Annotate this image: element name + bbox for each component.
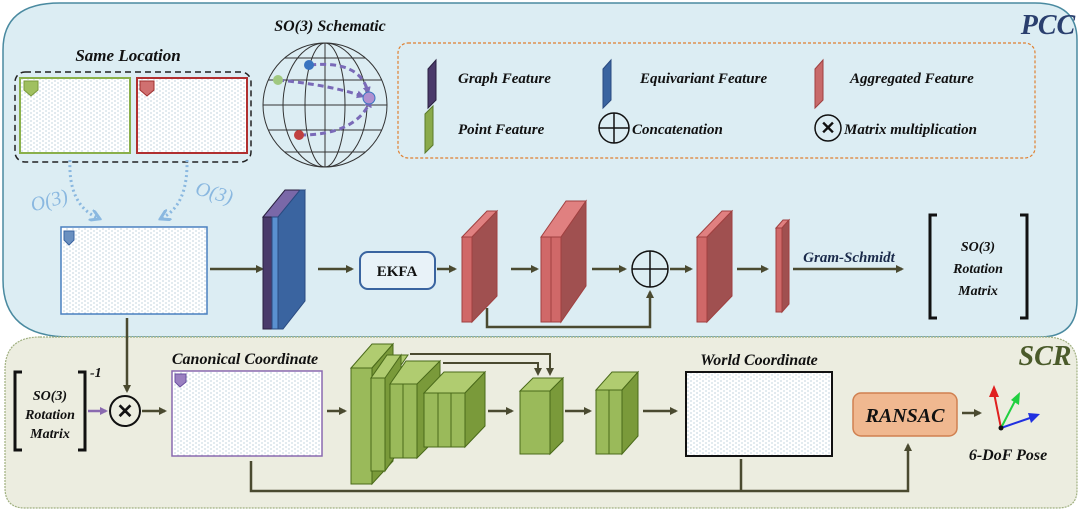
- concatenation-node: [631, 250, 669, 288]
- canonical-coordinate-title: Canonical Coordinate: [172, 351, 318, 368]
- aggregated-block-4: [774, 218, 791, 314]
- skip-connection-scr-1: [410, 353, 554, 376]
- legend-point-feature: Point Feature: [424, 104, 545, 155]
- aggregated-feature-icon: [814, 58, 824, 110]
- canonical-marker-icon: [174, 373, 187, 388]
- oplus-icon: [598, 112, 630, 144]
- matrix-multiplication-node: ✕: [109, 395, 141, 427]
- so3-point-green: [273, 75, 283, 85]
- pcc-label: PCC: [1020, 10, 1076, 41]
- legend-graph-feature: Graph Feature: [427, 58, 551, 110]
- same-location-title: Same Location: [75, 46, 180, 65]
- skip-connection-bottom: [249, 443, 912, 493]
- svg-text:✕: ✕: [820, 118, 835, 138]
- svg-text:Concatenation: Concatenation: [632, 122, 723, 138]
- point-feature-encoder: [349, 342, 487, 486]
- svg-text:Rotation: Rotation: [952, 262, 1003, 277]
- graph-equivariant-block: [261, 189, 307, 330]
- inverse-exponent: -1: [90, 366, 102, 381]
- input-marker-icon: [63, 230, 75, 246]
- svg-text:Equivariant Feature: Equivariant Feature: [639, 71, 767, 87]
- equivariant-feature-icon: [602, 58, 612, 110]
- pose-axes-icon: [989, 385, 1040, 431]
- o3-arrow-right: [162, 159, 189, 218]
- svg-text:Matrix multiplication: Matrix multiplication: [843, 122, 977, 138]
- svg-text:SO(3): SO(3): [33, 389, 67, 404]
- point-feature-icon: [424, 104, 434, 155]
- so3-rotation-matrix-inverse: SO(3) Rotation Matrix -1: [13, 366, 102, 452]
- so3-trajectories: [277, 62, 372, 137]
- point-cloud-red: [136, 77, 248, 154]
- pose-label: 6-DoF Pose: [969, 447, 1047, 464]
- input-point-cloud: [60, 226, 208, 315]
- svg-text:✕: ✕: [117, 401, 134, 423]
- skip-connection-pcc: [485, 290, 654, 329]
- svg-text:Aggregated Feature: Aggregated Feature: [849, 71, 974, 87]
- ransac-box: [852, 392, 958, 437]
- so3-rotation-matrix-pcc: SO(3) Rotation Matrix: [928, 213, 1029, 320]
- scr-label: SCR: [1019, 341, 1072, 372]
- legend-equivariant-feature: Equivariant Feature: [602, 58, 767, 110]
- graph-feature-icon: [427, 58, 437, 110]
- svg-text:SO(3): SO(3): [961, 240, 995, 255]
- world-coordinate-title: World Coordinate: [700, 352, 818, 369]
- aggregated-block-2: [540, 199, 587, 324]
- svg-text:Matrix: Matrix: [957, 284, 998, 299]
- point-feature-decoder-1: [518, 376, 565, 456]
- world-point-cloud: [685, 371, 833, 457]
- legend-matrix-multiplication: ✕ Matrix multiplication: [814, 114, 977, 142]
- so3-point-target: [362, 91, 376, 105]
- legend-concatenation: Concatenation: [598, 112, 723, 144]
- same-location-group: [14, 71, 252, 163]
- canonical-point-cloud: [171, 370, 323, 457]
- otimes-icon: ✕: [814, 114, 842, 142]
- legend-box: [397, 42, 1036, 159]
- so3-schematic-title: SO(3) Schematic: [274, 18, 386, 35]
- legend-aggregated-feature: Aggregated Feature: [814, 58, 974, 110]
- skip-connection-scr-2: [443, 362, 542, 376]
- svg-text:Point Feature: Point Feature: [458, 122, 545, 138]
- so3-point-red: [294, 130, 304, 140]
- gram-schmidt-label: Gram-Schmidt: [803, 250, 896, 266]
- ransac-label: RANSAC: [865, 405, 946, 427]
- ekfa-label: EKFA: [377, 264, 418, 280]
- point-feature-decoder-2: [594, 370, 640, 456]
- ekfa-box: [359, 251, 436, 290]
- aggregated-block-1: [460, 209, 499, 324]
- so3-point-blue: [304, 60, 314, 70]
- aggregated-block-3: [695, 209, 734, 324]
- svg-text:Graph Feature: Graph Feature: [458, 71, 551, 87]
- point-cloud-green: [19, 77, 131, 154]
- svg-text:Rotation: Rotation: [24, 408, 75, 423]
- green-marker-icon: [23, 80, 39, 97]
- red-marker-icon: [139, 80, 155, 97]
- svg-text:Matrix: Matrix: [29, 427, 70, 442]
